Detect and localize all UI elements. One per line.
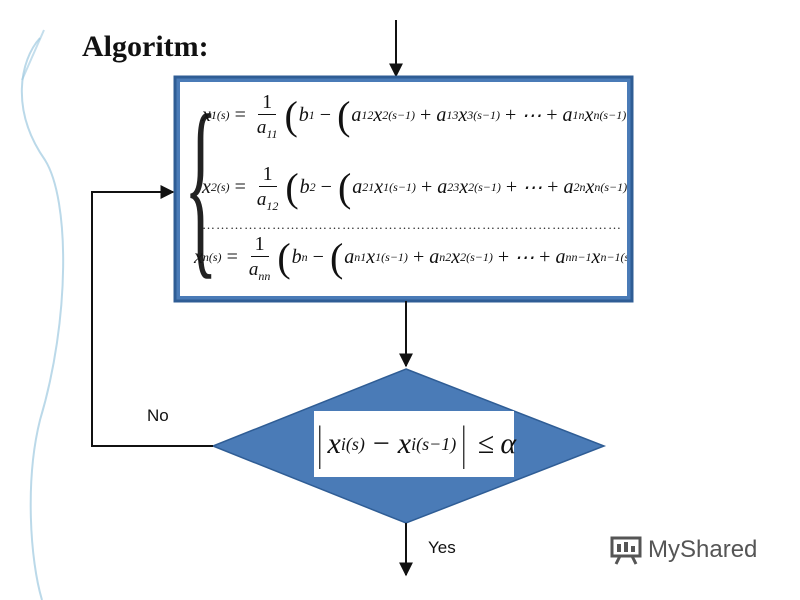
presentation-board-icon	[610, 536, 642, 565]
watermark: MyShared	[610, 535, 757, 565]
yes-label: Yes	[428, 538, 456, 557]
no-loop-line	[91, 185, 213, 447]
watermark-text: MyShared	[648, 536, 758, 563]
system-brace: {	[184, 82, 218, 296]
formula-dots-row: ……………………………………………………………………………………….	[202, 217, 622, 232]
page-title: Algoritm:	[82, 30, 209, 63]
no-label: No	[147, 406, 169, 425]
